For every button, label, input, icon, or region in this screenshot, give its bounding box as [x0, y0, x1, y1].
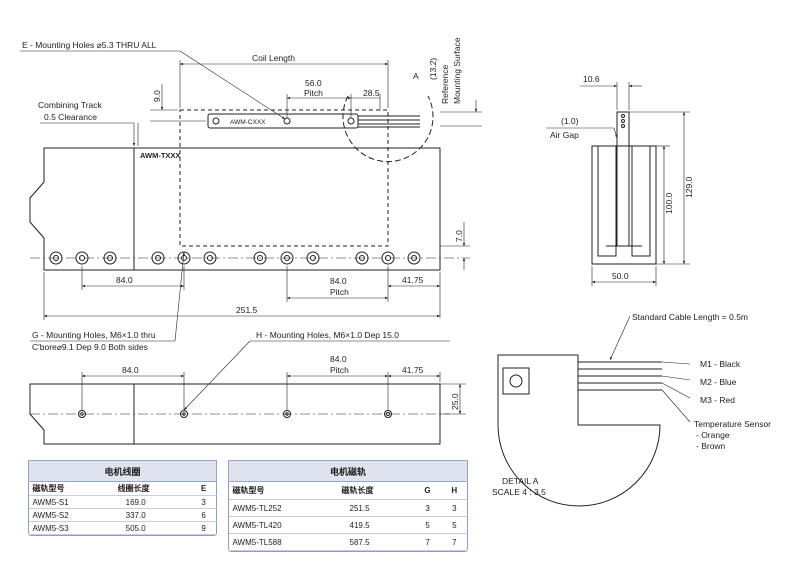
- coil-bar: [207, 113, 359, 129]
- detail-marker: A: [413, 71, 419, 81]
- table-row: AWM5-TL420 419.5 5 5: [228, 516, 468, 534]
- dim-41-75-bottom: 41.75: [402, 365, 424, 375]
- coil-header: 线圈长度: [113, 481, 191, 496]
- combining-track-label-2: 0.5 Clearance: [44, 112, 97, 122]
- pitch-top-label: Pitch: [304, 88, 323, 98]
- coil-e: 9: [190, 521, 217, 535]
- dim-25-0: 25.0: [450, 393, 460, 410]
- coil-model: AWM5-S1: [28, 495, 114, 509]
- table-row: AWM5-TL252 251.5 3 3: [228, 499, 468, 517]
- dim-84-bottom: 84.0: [122, 365, 139, 375]
- coil-header: E: [190, 481, 217, 496]
- track-table: 电机磁轨 磁轨型号 磁轨长度 G H AWM5-TL252 251.5 3 3 …: [228, 460, 468, 551]
- track-length: 587.5: [337, 533, 414, 551]
- pitch-bottom-label: Pitch: [330, 365, 349, 375]
- coil-e: 3: [190, 495, 217, 509]
- combining-track-label-1: Combining Track: [38, 100, 103, 110]
- coil-table: 电机线圈 磁轨型号 线圈长度 E AWM5-S1 169.0 3 AWM5-S2…: [28, 460, 217, 535]
- end-coil: [616, 111, 630, 247]
- track-model: AWM5-TL420: [228, 516, 338, 534]
- m2-label: M2 - Blue: [700, 377, 737, 387]
- coil-length: 169.0: [113, 495, 191, 509]
- orange-label: - Orange: [696, 430, 730, 440]
- track-part-label: AWM-TXXX: [140, 151, 180, 160]
- pitch-mid-label: Pitch: [330, 287, 349, 297]
- dim-84-pitch: 84.0: [330, 276, 347, 286]
- h-holes-label: H - Mounting Holes, M6×1.0 Dep 15.0: [256, 330, 399, 340]
- track-h: 7: [441, 533, 468, 551]
- top-view: [20, 50, 482, 320]
- dim-9-0: 9.0: [152, 90, 162, 102]
- track-g: 3: [413, 499, 442, 517]
- side-view: [29, 251, 466, 445]
- track-header: 磁轨型号: [228, 481, 338, 500]
- coil-e: 6: [190, 508, 217, 522]
- dim-84-left: 84.0: [116, 275, 133, 285]
- coil-length: 505.0: [113, 521, 191, 535]
- track-length: 419.5: [337, 516, 414, 534]
- dim-41-75: 41.75: [402, 275, 424, 285]
- ref-surface-2: Reference: [440, 65, 450, 104]
- coil-table-title: 电机线圈: [28, 460, 217, 482]
- m3-label: M3 - Red: [700, 395, 735, 405]
- dim-50-0: 50.0: [612, 271, 629, 281]
- coil-hole: [212, 117, 220, 125]
- track-h: 5: [441, 516, 468, 534]
- detail-scale: SCALE 4 : 3.5: [492, 487, 546, 497]
- coil-hole: [347, 117, 355, 125]
- dim-129-0: 129.0: [684, 176, 694, 198]
- end-base: [591, 145, 657, 265]
- track-outline: [29, 147, 441, 271]
- track-header: G: [413, 481, 442, 500]
- coil-model: AWM5-S2: [28, 508, 114, 522]
- track-model: AWM5-TL588: [228, 533, 338, 551]
- brown-label: - Brown: [696, 441, 726, 451]
- temp-sensor-label: Temperature Sensor: [694, 419, 771, 429]
- coil-outline: [179, 109, 389, 247]
- track-table-title: 电机磁轨: [228, 460, 468, 482]
- dim-10-6: 10.6: [583, 74, 600, 84]
- detail-circle: [342, 95, 434, 163]
- dim-28-5: 28.5: [363, 88, 380, 98]
- table-row: AWM5-S2 337.0 6: [28, 508, 217, 522]
- m1-label: M1 - Black: [700, 359, 741, 369]
- coil-length: 337.0: [113, 508, 191, 522]
- track-g: 5: [413, 516, 442, 534]
- dim-7-0: 7.0: [454, 230, 464, 242]
- track-length: 251.5: [337, 499, 414, 517]
- ref-surface-1: (13.2): [428, 58, 438, 80]
- coil-header: 磁轨型号: [28, 481, 114, 496]
- dim-56-0: 56.0: [305, 78, 322, 88]
- dim-84-bottom-pitch: 84.0: [330, 354, 347, 364]
- dim-251-5: 251.5: [236, 305, 258, 315]
- track-g: 7: [413, 533, 442, 551]
- detail-title: DETAIL A: [502, 476, 539, 486]
- dim-100-0: 100.0: [664, 192, 674, 214]
- text-labels: E - Mounting Holes ⌀5.3 THRU ALL Coil Le…: [22, 37, 771, 497]
- coil-part-label: AWM-CXXX: [230, 119, 266, 126]
- table-row: AWM5-S1 169.0 3: [28, 495, 217, 509]
- air-gap-value: (1.0): [561, 116, 579, 126]
- table-row: AWM5-TL588 587.5 7 7: [228, 533, 468, 551]
- end-view: [546, 82, 690, 286]
- air-gap-label: Air Gap: [550, 130, 579, 140]
- coil-model: AWM5-S3: [28, 521, 114, 535]
- g-holes-label-1: G - Mounting Holes, M6×1.0 thru: [32, 330, 156, 340]
- detail-outline: [497, 354, 661, 507]
- track-header: H: [441, 481, 468, 500]
- ref-surface-3: Mounting Surface: [452, 37, 462, 104]
- cable-length-label: Standard Cable Length = 0.5m: [632, 312, 748, 322]
- detail-a: [497, 315, 691, 507]
- g-holes-label-2: C'bore⌀9.1 Dep 9.0 Both sides: [32, 342, 148, 352]
- coil-length-label: Coil Length: [252, 53, 295, 63]
- track-header: 磁轨长度: [337, 481, 414, 500]
- track-h: 3: [441, 499, 468, 517]
- table-row: AWM5-S3 505.0 9: [28, 521, 217, 535]
- e-holes-label: E - Mounting Holes ⌀5.3 THRU ALL: [22, 40, 157, 50]
- track-model: AWM5-TL252: [228, 499, 338, 517]
